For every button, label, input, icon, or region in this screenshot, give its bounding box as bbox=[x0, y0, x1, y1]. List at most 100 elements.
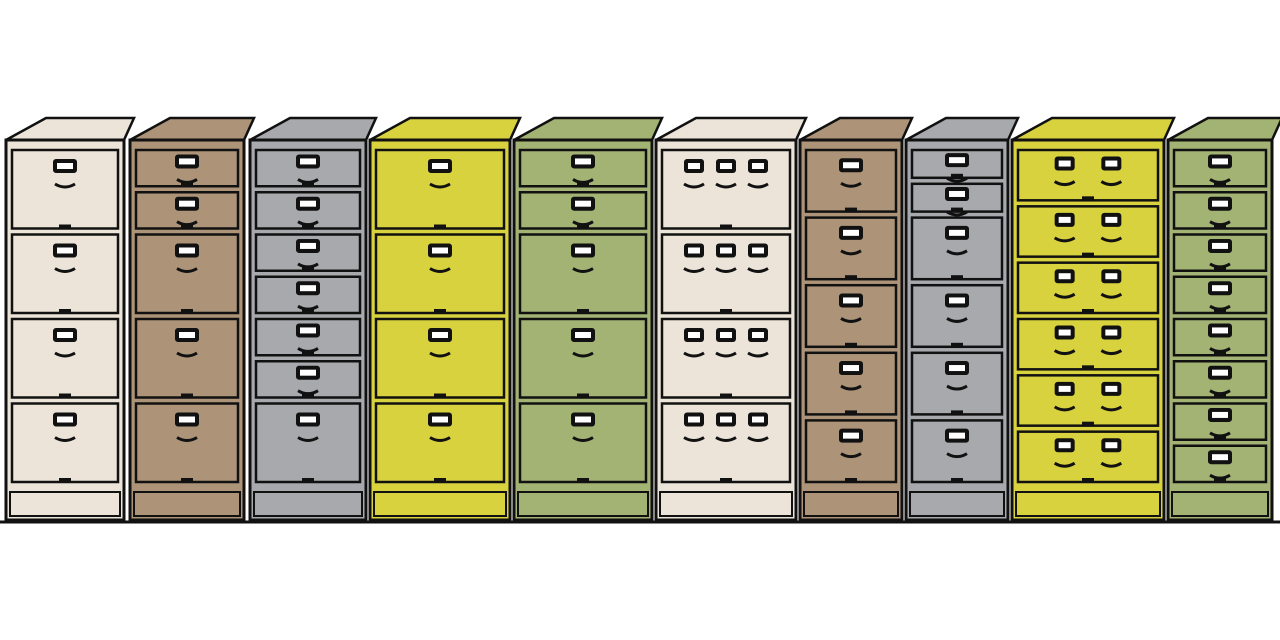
drawer bbox=[374, 317, 506, 399]
brown-cabinet-1 bbox=[128, 116, 256, 522]
drawer bbox=[134, 191, 240, 230]
drawer-handle-icon bbox=[53, 243, 77, 273]
drawer bbox=[804, 148, 898, 213]
drawer-handle-icon bbox=[296, 323, 320, 353]
drawer-handle-icon bbox=[1208, 323, 1232, 353]
drawer-handle-icon bbox=[1100, 269, 1123, 299]
drawer bbox=[1172, 402, 1268, 441]
green-cabinet-2 bbox=[1166, 116, 1280, 522]
green-cabinet-1 bbox=[512, 116, 664, 522]
drawer bbox=[10, 317, 120, 399]
drawer bbox=[1016, 205, 1160, 258]
drawer bbox=[134, 148, 240, 188]
gray-cabinet-2 bbox=[904, 116, 1020, 522]
drawer bbox=[910, 351, 1004, 416]
drawer-handle-icon bbox=[296, 365, 320, 396]
drawer-handle-icon bbox=[175, 328, 199, 358]
drawer-handle-icon bbox=[747, 243, 769, 273]
drawer bbox=[804, 419, 898, 484]
drawer bbox=[1172, 191, 1268, 230]
drawer-handle-icon bbox=[53, 412, 77, 442]
drawer-handle-icon bbox=[715, 328, 737, 358]
drawer bbox=[134, 233, 240, 315]
drawer bbox=[10, 233, 120, 315]
drawer bbox=[254, 317, 362, 357]
drawer-handle-icon bbox=[1053, 381, 1076, 412]
drawer bbox=[254, 360, 362, 399]
drawer bbox=[1016, 261, 1160, 315]
drawer-handle-icon bbox=[571, 196, 595, 227]
yellow-cabinet-2 bbox=[1010, 116, 1176, 522]
drawer bbox=[660, 402, 792, 484]
drawer-handle-icon bbox=[945, 293, 969, 323]
drawer-handle-icon bbox=[1208, 196, 1232, 227]
drawer-handle-icon bbox=[747, 412, 769, 442]
drawer bbox=[804, 216, 898, 281]
brown-cabinet-2 bbox=[798, 116, 914, 522]
drawer-handle-icon bbox=[945, 225, 969, 256]
drawer bbox=[1172, 275, 1268, 315]
drawer bbox=[1016, 374, 1160, 427]
drawer-handle-icon bbox=[175, 196, 199, 227]
drawer bbox=[1172, 444, 1268, 484]
drawer-handle-icon bbox=[747, 159, 769, 189]
drawer-handle-icon bbox=[175, 243, 199, 273]
drawer-handle-icon bbox=[1208, 238, 1232, 269]
drawer bbox=[1172, 317, 1268, 357]
drawer-handle-icon bbox=[683, 412, 705, 442]
drawer-handle-icon bbox=[839, 428, 863, 459]
drawer-handle-icon bbox=[715, 243, 737, 273]
drawer-handle-icon bbox=[428, 412, 452, 442]
drawer-handle-icon bbox=[296, 281, 320, 311]
drawer-handle-icon bbox=[296, 154, 320, 184]
drawer bbox=[374, 148, 506, 230]
drawer-handle-icon bbox=[175, 154, 199, 184]
drawer-handle-icon bbox=[945, 428, 969, 459]
drawer bbox=[374, 233, 506, 315]
gray-cabinet-1 bbox=[248, 116, 378, 522]
drawer-handle-icon bbox=[296, 238, 320, 269]
drawer bbox=[1172, 148, 1268, 188]
drawer-handle-icon bbox=[683, 328, 705, 358]
drawer-handle-icon bbox=[945, 153, 969, 183]
drawer-handle-icon bbox=[715, 412, 737, 442]
drawer bbox=[134, 402, 240, 484]
drawer-handle-icon bbox=[1053, 438, 1076, 468]
drawer bbox=[1172, 360, 1268, 399]
drawer-handle-icon bbox=[683, 243, 705, 273]
drawer-handle-icon bbox=[296, 412, 320, 442]
drawer bbox=[1016, 430, 1160, 484]
drawer-handle-icon bbox=[945, 361, 969, 391]
drawer-handle-icon bbox=[1053, 269, 1076, 299]
drawer-handle-icon bbox=[428, 243, 452, 273]
drawer-handle-icon bbox=[428, 328, 452, 358]
drawer bbox=[518, 317, 648, 399]
drawer bbox=[1172, 233, 1268, 272]
drawer bbox=[660, 317, 792, 399]
drawer bbox=[254, 275, 362, 315]
drawer-handle-icon bbox=[296, 196, 320, 227]
drawer-handle-icon bbox=[53, 159, 77, 189]
drawer bbox=[910, 148, 1004, 183]
drawer-handle-icon bbox=[1208, 281, 1232, 311]
drawer bbox=[660, 233, 792, 315]
drawer-handle-icon bbox=[175, 412, 199, 442]
drawer-handle-icon bbox=[571, 328, 595, 358]
drawer bbox=[518, 191, 648, 230]
drawer-handle-icon bbox=[1208, 407, 1232, 438]
drawer bbox=[1016, 148, 1160, 202]
drawer-handle-icon bbox=[428, 159, 452, 189]
drawer-handle-icon bbox=[1053, 212, 1076, 243]
yellow-cabinet-1 bbox=[368, 116, 522, 522]
drawer bbox=[254, 148, 362, 188]
drawer bbox=[518, 402, 648, 484]
drawer-handle-icon bbox=[571, 412, 595, 442]
drawer bbox=[910, 216, 1004, 281]
drawer-handle-icon bbox=[1100, 212, 1123, 243]
drawer-handle-icon bbox=[1053, 156, 1076, 187]
drawer bbox=[254, 233, 362, 272]
beige-cabinet-1 bbox=[4, 116, 136, 522]
drawer-handle-icon bbox=[839, 293, 863, 323]
drawer bbox=[254, 191, 362, 230]
